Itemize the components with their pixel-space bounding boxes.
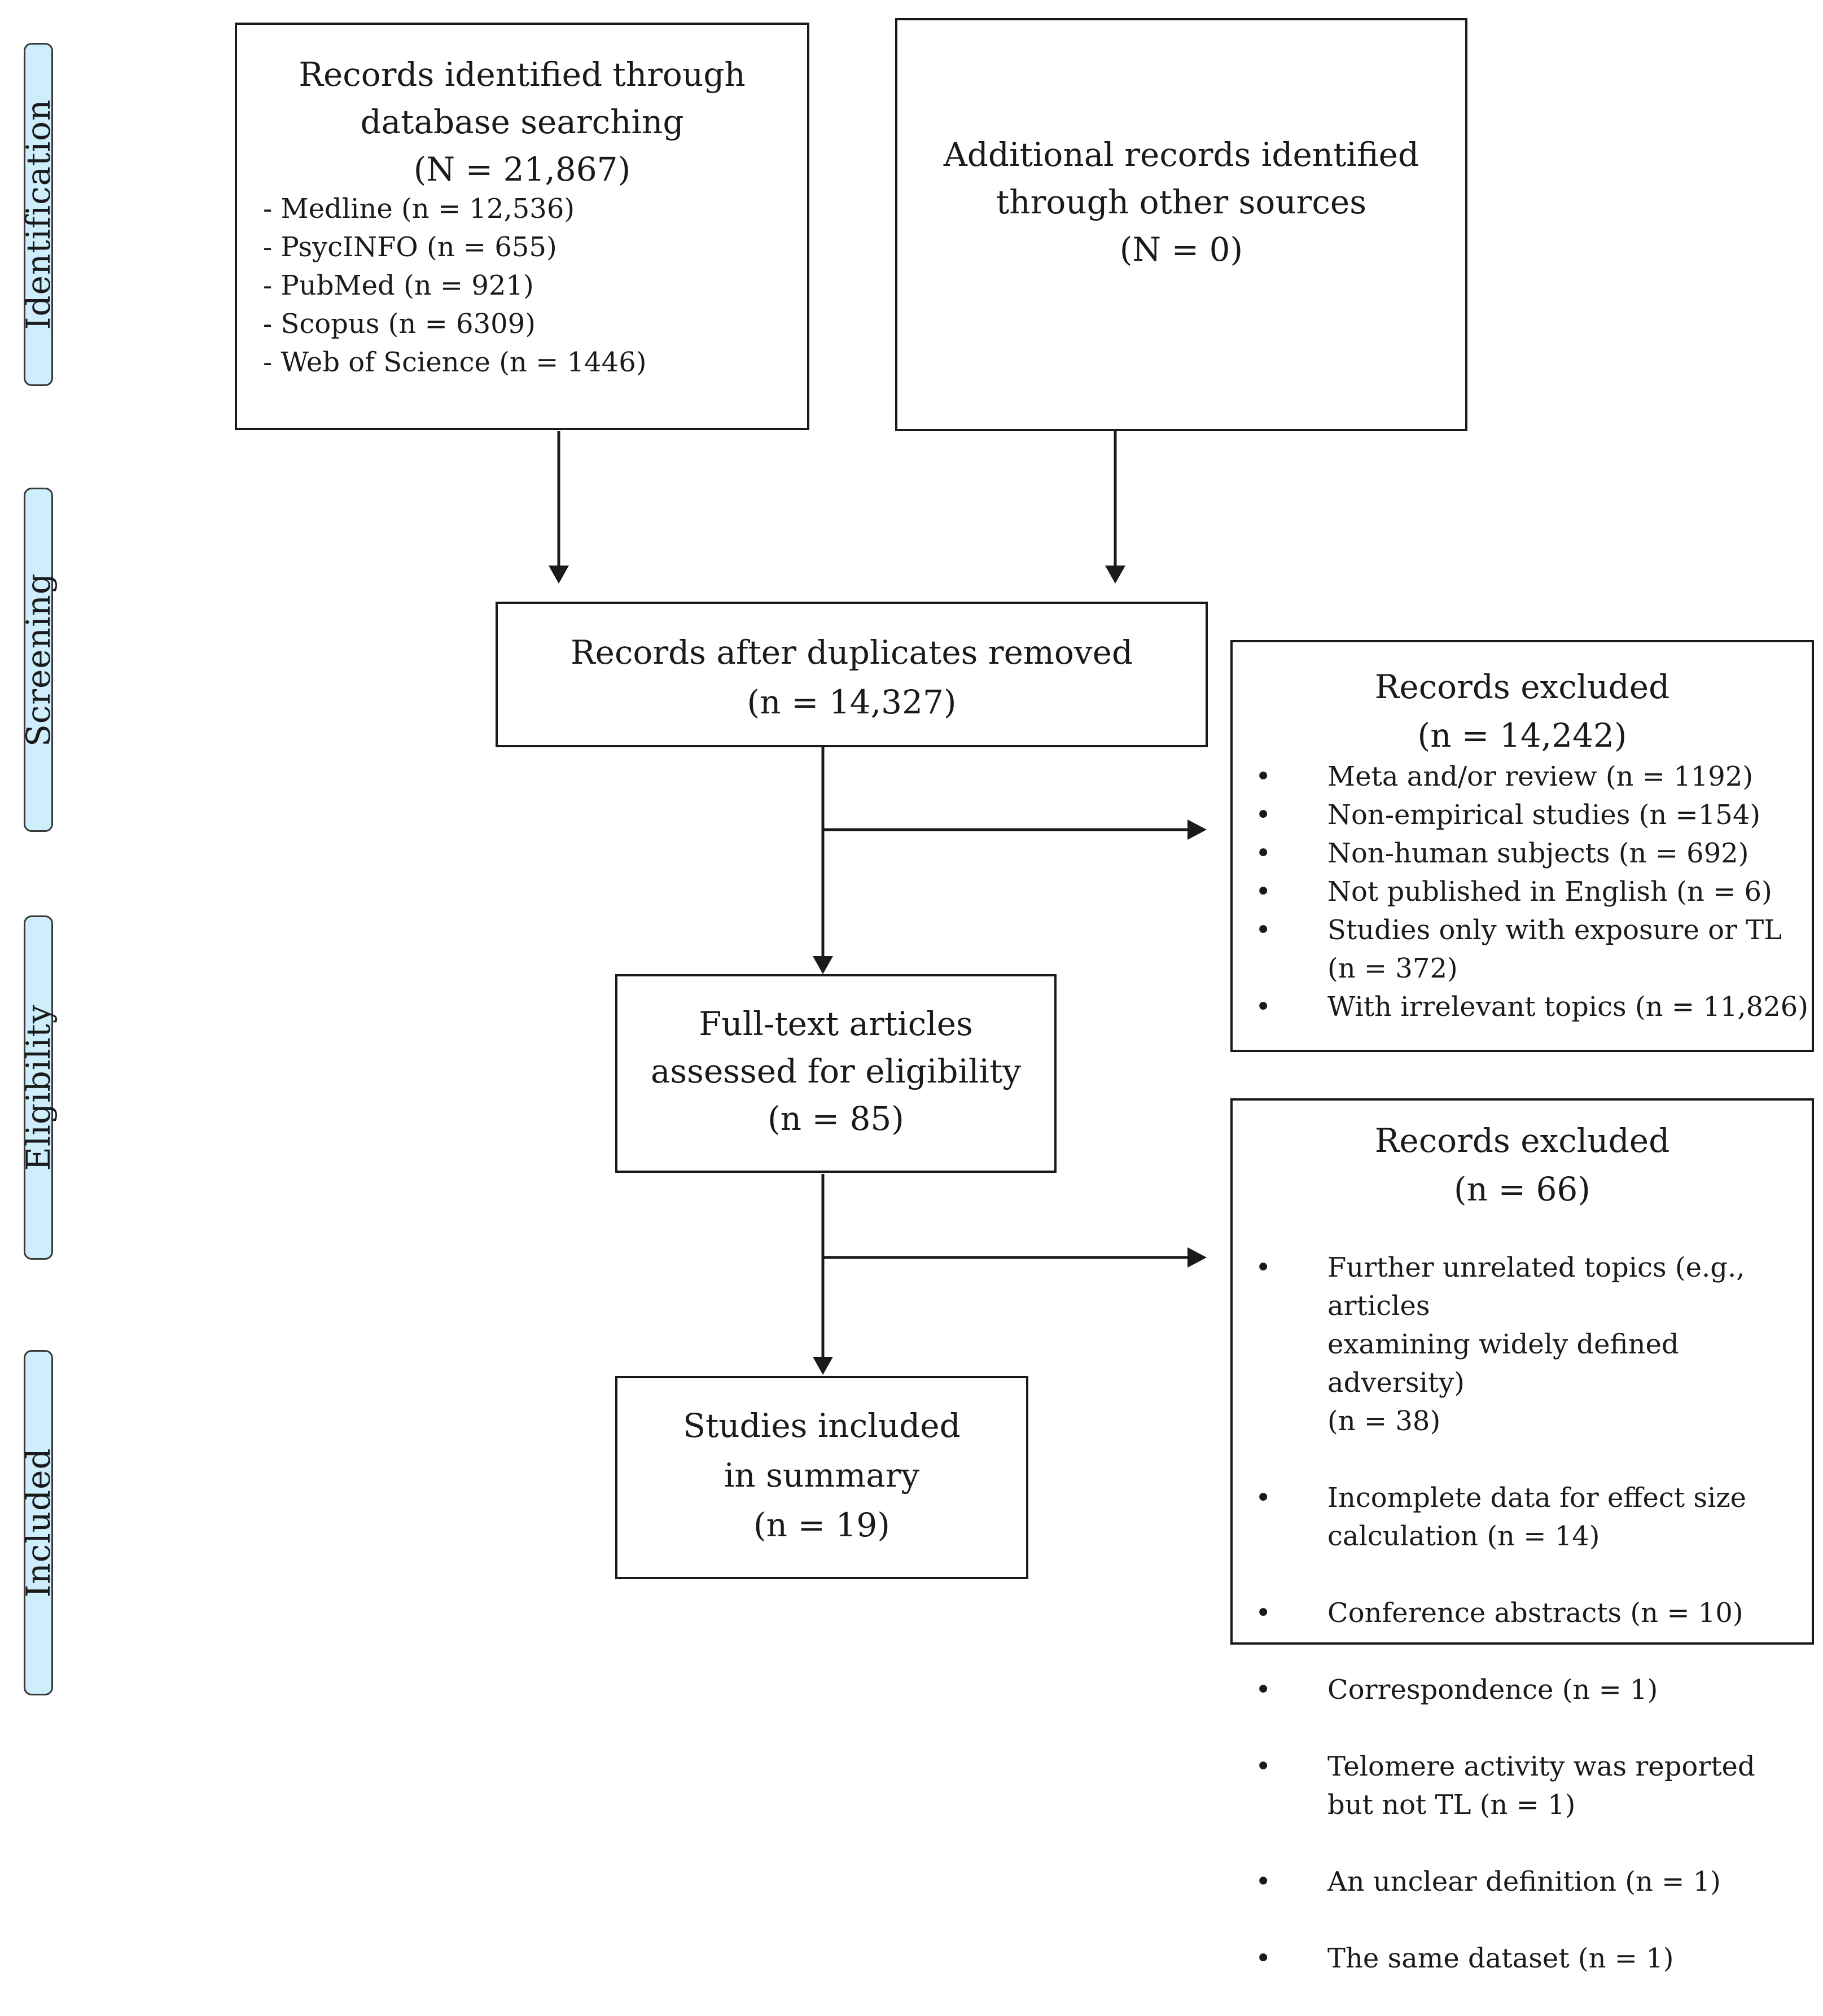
other-sources-total: (N = 0): [1119, 230, 1243, 269]
stage-identification: Identification: [19, 43, 58, 386]
bullet-icon: •: [1255, 838, 1272, 869]
database-title-line2: database searching: [360, 103, 684, 141]
after-duplicates-box: Records after duplicates removed (n = 14…: [496, 602, 1208, 747]
bullet-icon: •: [1255, 991, 1272, 1023]
after-duplicates-count: (n = 14,327): [747, 683, 957, 721]
bullet-icon: •: [1255, 914, 1272, 946]
source-item: PsycINFO (n = 655): [263, 228, 807, 266]
source-item: PubMed (n = 921): [263, 266, 807, 305]
source-item: Scopus (n = 6309): [263, 305, 807, 343]
full-text-count: (n = 85): [768, 1099, 904, 1138]
bullet-icon: •: [1255, 1674, 1272, 1706]
bullet-icon: •: [1255, 1751, 1272, 1782]
full-text-line2: assessed for eligibility: [650, 1052, 1022, 1090]
bullet-icon: •: [1255, 1597, 1272, 1629]
full-text-box: Full-text articles assessed for eligibil…: [615, 974, 1057, 1173]
screening-excluded-list: •Meta and/or review (n = 1192) •Non-empi…: [1233, 757, 1812, 1026]
included-box: Studies included in summary (n = 19): [615, 1376, 1028, 1579]
database-title-line1: Records identified through: [299, 55, 746, 94]
source-item: Web of Science (n = 1446): [263, 343, 807, 382]
bullet-icon: •: [1255, 761, 1272, 792]
excluded-item: •Incomplete data for effect size calcula…: [1233, 1479, 1812, 1555]
database-source-list: Medline (n = 12,536) PsycINFO (n = 655) …: [237, 190, 807, 382]
arrowhead-icon: [549, 566, 569, 584]
stage-screening: Screening: [19, 488, 58, 832]
eligibility-excluded-title: Records excluded: [1374, 1121, 1670, 1160]
eligibility-excluded-count: (n = 66): [1454, 1170, 1590, 1208]
excluded-item: •Non-empirical studies (n =154): [1233, 796, 1812, 834]
other-sources-line1: Additional records identified: [943, 135, 1419, 174]
bullet-icon: •: [1255, 1943, 1272, 1974]
arrowhead-icon: [1187, 1247, 1207, 1268]
other-sources-box: Additional records identified through ot…: [895, 18, 1467, 431]
screening-excluded-count: (n = 14,242): [1417, 716, 1627, 755]
excluded-item: •Studies only with exposure or TL (n = 3…: [1233, 911, 1812, 988]
excluded-item: •Further unrelated topics (e.g., article…: [1233, 1248, 1812, 1440]
excluded-item: •Correspondence (n = 1): [1233, 1671, 1812, 1709]
excluded-item: •Not published in English (n = 6): [1233, 873, 1812, 911]
arrowhead-icon: [1105, 566, 1125, 584]
full-text-line1: Full-text articles: [699, 1005, 973, 1043]
arrowhead-icon: [813, 1357, 833, 1375]
included-line2: in summary: [724, 1456, 920, 1495]
bullet-icon: •: [1255, 1482, 1272, 1514]
excluded-item: •Meta and/or review (n = 1192): [1233, 757, 1812, 796]
arrowhead-icon: [1187, 819, 1207, 840]
bullet-icon: •: [1255, 1252, 1272, 1283]
excluded-item: •The same dataset (n = 1): [1233, 1939, 1812, 1978]
stage-eligibility: Eligibility: [19, 915, 58, 1260]
database-records-box: Records identified through database sear…: [235, 23, 809, 430]
bullet-icon: •: [1255, 799, 1272, 831]
bullet-icon: •: [1255, 1866, 1272, 1897]
after-duplicates-label: Records after duplicates removed: [570, 633, 1133, 672]
arrowhead-icon: [813, 956, 833, 974]
included-count: (n = 19): [753, 1506, 890, 1544]
excluded-item: •With irrelevant topics (n = 11,826): [1233, 988, 1812, 1026]
bullet-icon: •: [1255, 876, 1272, 908]
excluded-item: •An unclear definition (n = 1): [1233, 1862, 1812, 1901]
excluded-item: •Conference abstracts (n = 10): [1233, 1594, 1812, 1632]
other-sources-line2: through other sources: [996, 183, 1366, 221]
stage-included: Included: [19, 1350, 58, 1695]
excluded-item: •Non-human subjects (n = 692): [1233, 834, 1812, 873]
source-item: Medline (n = 12,536): [263, 190, 807, 228]
included-line1: Studies included: [683, 1406, 961, 1445]
excluded-item: •Telomere activity was reported but not …: [1233, 1747, 1812, 1824]
database-total: (N = 21,867): [413, 150, 631, 189]
screening-excluded-title: Records excluded: [1374, 668, 1670, 706]
flow-arrows: [549, 431, 1207, 1375]
screening-excluded-box: Records excluded (n = 14,242) •Meta and/…: [1230, 640, 1814, 1052]
